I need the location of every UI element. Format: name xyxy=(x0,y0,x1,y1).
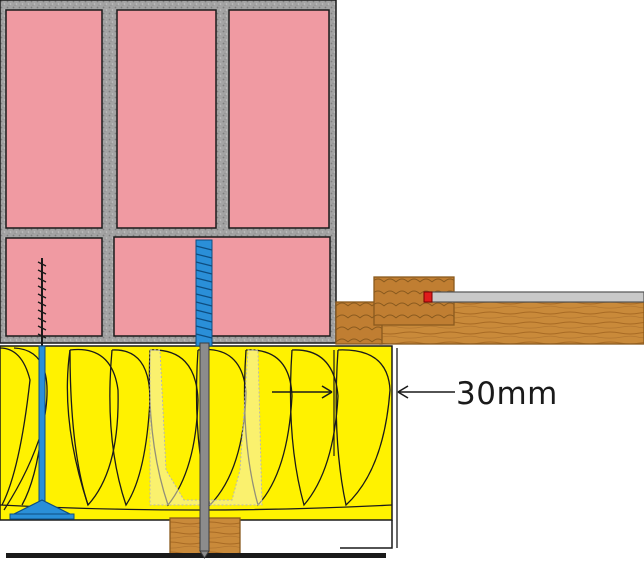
brick xyxy=(5,237,103,337)
dimension-30mm: 30mm xyxy=(272,348,558,548)
base-board-step xyxy=(340,520,393,549)
fixing-left xyxy=(9,258,75,520)
timber-frame xyxy=(335,276,644,345)
steel-rod xyxy=(424,291,644,303)
brick xyxy=(113,236,331,337)
insulation-layer xyxy=(0,345,393,521)
brick xyxy=(5,9,103,229)
fixing-center xyxy=(195,239,213,559)
brick xyxy=(228,9,330,229)
masonry-wall xyxy=(0,0,337,344)
dimension-label: 30mm xyxy=(456,376,558,412)
rod-red-cap xyxy=(423,291,433,303)
base-board-line xyxy=(6,553,386,558)
fixing-ghost-outline xyxy=(149,349,263,506)
brick xyxy=(116,9,217,229)
